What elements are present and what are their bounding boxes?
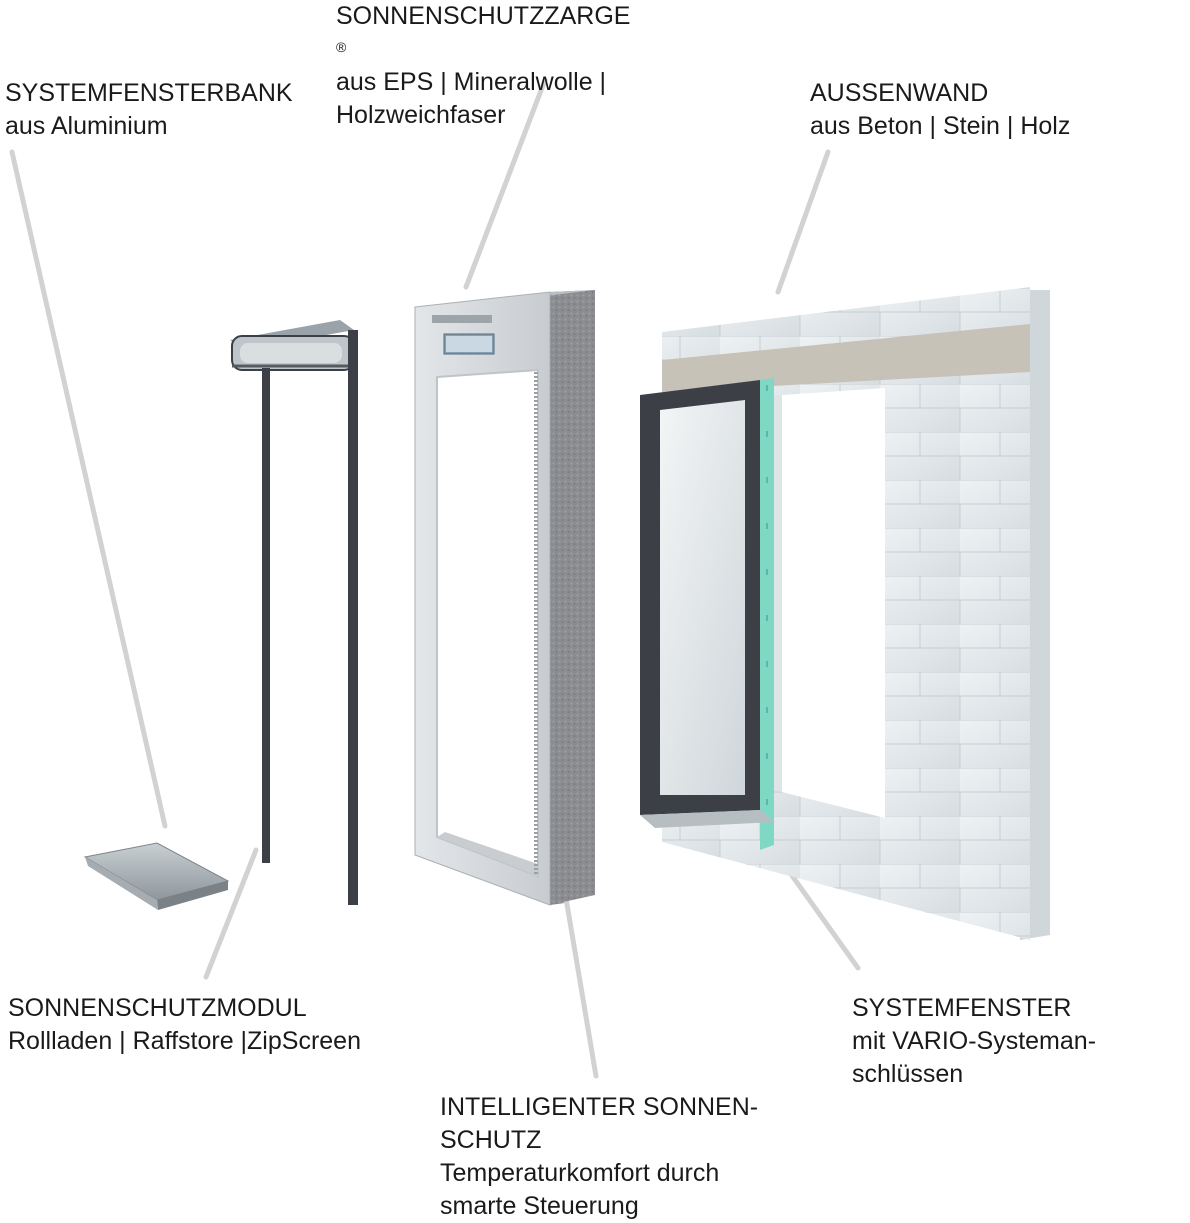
sonnenschutzzarge <box>414 290 595 906</box>
label-systemfenster: SYSTEMFENSTER mit VARIO-Systeman- schlüs… <box>852 992 1096 1091</box>
leader-zarge <box>463 77 548 290</box>
label-intelligenter-sonnenschutz: INTELLIGENTER SONNEN- SCHUTZ Temperaturk… <box>440 1091 758 1223</box>
label-sonnenschutzmodul: SONNENSCHUTZMODUL Rollladen | Raffstore … <box>8 992 361 1058</box>
fensterbank-line2: aus Aluminium <box>5 112 168 140</box>
window-sill <box>83 842 230 910</box>
fenster-line3: schlüssen <box>852 1060 964 1088</box>
zarge-logo-strip <box>432 315 492 323</box>
modul-line2: Rollladen | Raffstore |ZipScreen <box>8 1027 361 1055</box>
registered-mark: ® <box>336 39 347 55</box>
aussenwand-line2: aus Beton | Stein | Holz <box>810 112 1071 140</box>
zarge-title: SONNENSCHUTZZARGE <box>336 2 631 30</box>
leader-aussenwand <box>775 149 831 295</box>
label-sonnenschutzzarge: SONNENSCHUTZZARGE ® aus EPS | Mineralwoll… <box>336 0 630 132</box>
intelligent-line4: smarte Steuerung <box>440 1192 639 1220</box>
intelligent-line3: Temperaturkomfort durch <box>440 1159 720 1187</box>
leader-modul <box>203 847 259 980</box>
modul-title: SONNENSCHUTZMODUL <box>8 994 307 1022</box>
zarge-line2: aus EPS | Mineralwolle | <box>336 68 607 96</box>
fensterbank-title: SYSTEMFENSTERBANK <box>5 79 293 107</box>
label-aussenwand: AUSSENWAND aus Beton | Stein | Holz <box>810 77 1070 143</box>
leader-fensterbank <box>9 149 168 829</box>
fenster-line2: mit VARIO-Systeman- <box>852 1027 1097 1055</box>
system-window <box>640 378 775 850</box>
zarge-line3: Holzweichfaser <box>336 101 506 129</box>
aussenwand-title: AUSSENWAND <box>810 79 989 107</box>
sun-protection-module <box>230 320 358 905</box>
fenster-title: SYSTEMFENSTER <box>852 994 1072 1022</box>
intelligent-title: INTELLIGENTER SONNEN- <box>440 1093 759 1121</box>
intelligent-title2: SCHUTZ <box>440 1126 542 1154</box>
label-systemfensterbank: SYSTEMFENSTERBANK aus Aluminium <box>5 77 293 143</box>
